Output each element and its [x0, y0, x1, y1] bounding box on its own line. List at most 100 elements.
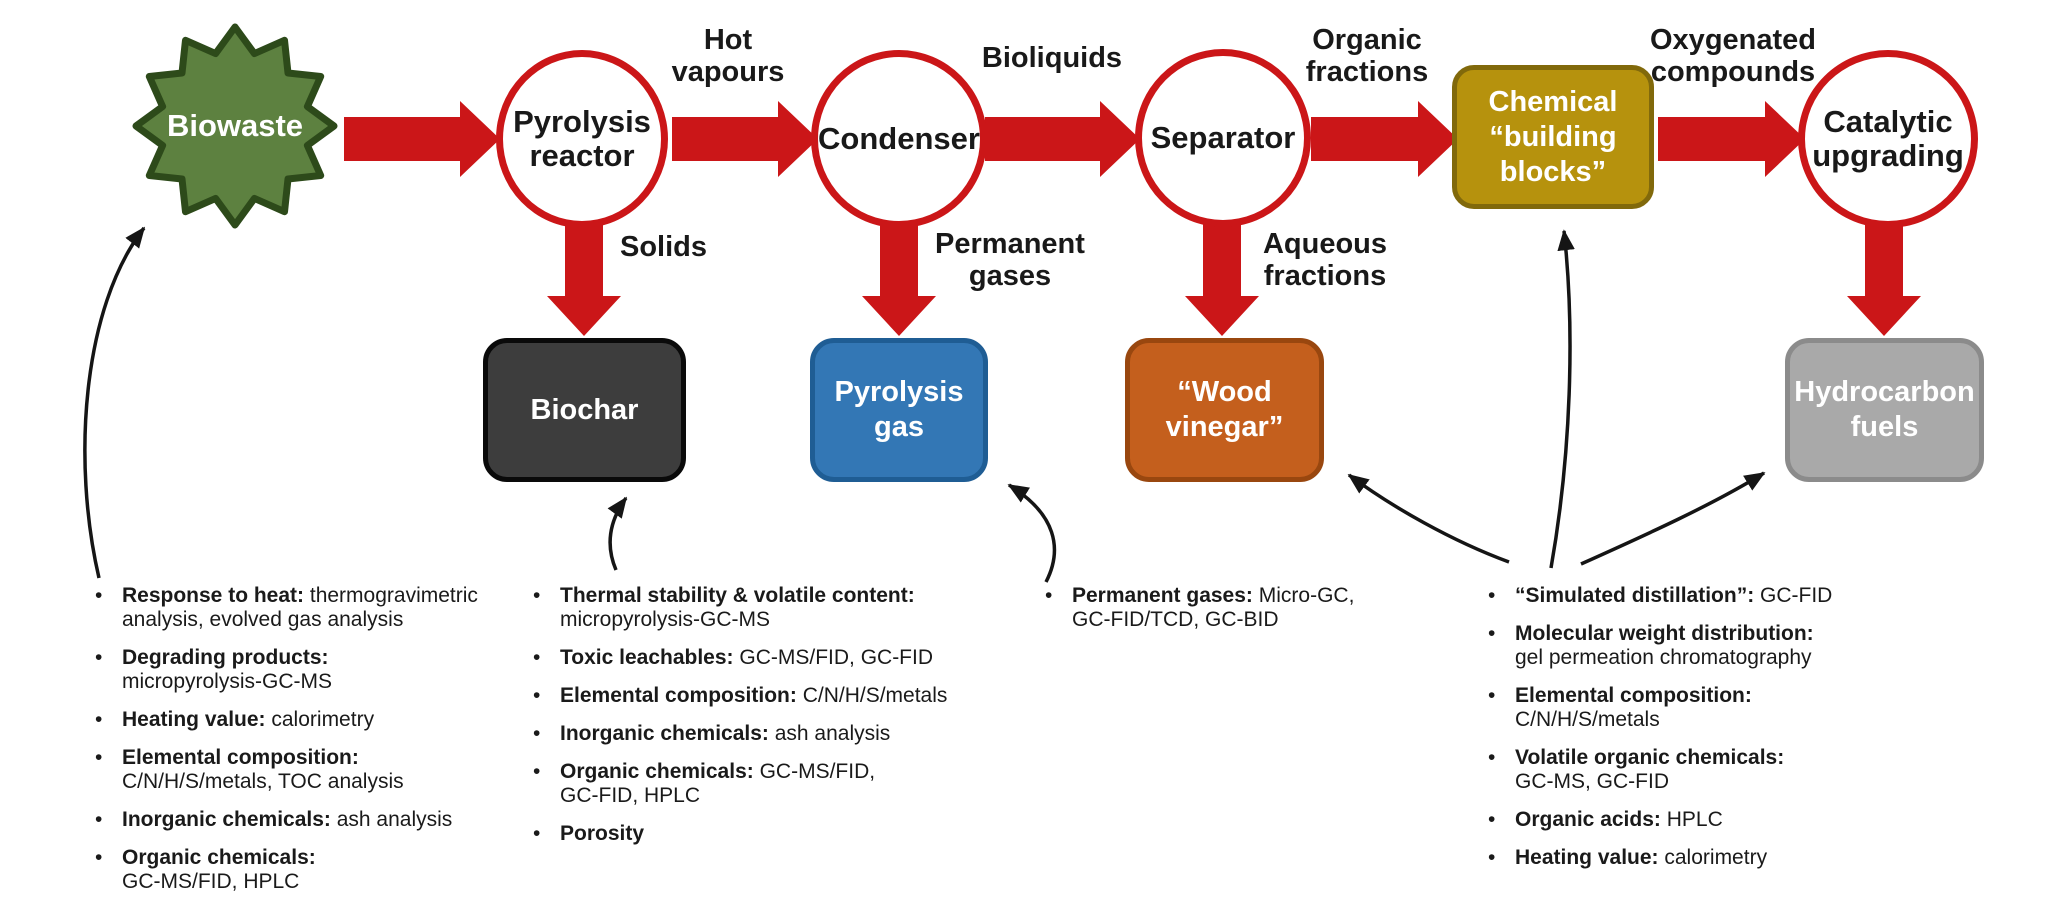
- item-term: Elemental composition:: [122, 746, 359, 769]
- list-item: • Elemental composition: C/N/H/S/metals,…: [95, 746, 575, 794]
- item-method: GC-MS, GC-FID: [1515, 770, 1669, 793]
- annotation-arrow-to-hydrocarbon-fuels: [1580, 471, 1766, 566]
- list-item: • Thermal stability & volatile content: …: [533, 584, 1003, 632]
- item-term: Elemental composition:: [560, 684, 797, 707]
- flow-arrow-condenser-to-pyrolysis-gas: [862, 218, 936, 336]
- item-method: ash analysis: [768, 722, 891, 745]
- item-term: Inorganic chemicals:: [122, 808, 331, 831]
- list-item: • Heating value: calorimetry: [1488, 846, 1908, 870]
- list-item: • Organic chemicals: GC-MS/FID, GC-FID, …: [533, 760, 1003, 808]
- item-method: calorimetry: [265, 708, 375, 731]
- bullet-icon: •: [1488, 684, 1496, 707]
- bullet-icon: •: [95, 708, 103, 731]
- chemical-building-blocks-box: Chemical “building blocks”: [1452, 65, 1654, 209]
- item-term: Toxic leachables:: [560, 646, 734, 669]
- item-term: Permanent gases:: [1072, 584, 1253, 607]
- list-item: • Toxic leachables: GC-MS/FID, GC-FID: [533, 646, 1003, 670]
- list-item: • Degrading products: micropyrolysis-GC-…: [95, 646, 575, 694]
- bullet-icon: •: [1488, 808, 1496, 831]
- annotation-arrow-to-biowaste: [83, 226, 146, 579]
- item-method: micropyrolysis-GC-MS: [560, 608, 770, 631]
- flow-arrow-reactor-to-biochar: [547, 218, 621, 336]
- bullet-icon: •: [95, 846, 103, 869]
- biowaste-star-shape: [132, 23, 338, 229]
- bullet-icon: •: [533, 584, 541, 607]
- item-term: Degrading products:: [122, 646, 329, 669]
- product-box-hydrocarbon-fuels: Hydrocarbon fuels: [1785, 338, 1984, 482]
- flow-label-hot-vapours: Hot vapours: [671, 24, 785, 88]
- item-term: Response to heat:: [122, 584, 305, 607]
- list-item: • Heating value: calorimetry: [95, 708, 575, 732]
- item-method: gel permeation chromatography: [1515, 646, 1812, 669]
- item-method: C/N/H/S/metals, TOC analysis: [122, 770, 404, 793]
- flow-label-bioliquids: Bioliquids: [981, 42, 1123, 74]
- list-item: • Elemental composition: C/N/H/S/metals: [1488, 684, 1908, 732]
- item-term: Molecular weight distribution:: [1515, 622, 1814, 645]
- flow-arrow-separator-to-wood-vinegar: [1185, 218, 1259, 336]
- item-term: Heating value:: [1515, 846, 1659, 869]
- bullet-icon: •: [1488, 622, 1496, 645]
- bullet-icon: •: [95, 746, 103, 769]
- product-box-pyrolysis-gas: Pyrolysis gas: [810, 338, 988, 482]
- annotation-arrow-to-biochar: [607, 496, 628, 571]
- item-term: Thermal stability & volatile content:: [560, 584, 915, 607]
- annotation-list-biowaste: • Response to heat: thermogravimetric an…: [95, 584, 575, 908]
- flow-arrow-catalytic-to-hydrocarbon: [1847, 218, 1921, 336]
- list-item: • Elemental composition: C/N/H/S/metals: [533, 684, 1003, 708]
- process-node-condenser: Condenser: [811, 50, 987, 228]
- item-term: Inorganic chemicals:: [560, 722, 769, 745]
- list-item: • Permanent gases: Micro-GC, GC-FID/TCD,…: [1045, 584, 1405, 632]
- item-term: Volatile organic chemicals:: [1515, 746, 1785, 769]
- list-item: • “Simulated distillation”: GC-FID: [1488, 584, 1908, 608]
- item-term: Organic chemicals:: [122, 846, 316, 869]
- bullet-icon: •: [1488, 746, 1496, 769]
- flow-label-aqueous-fractions: Aqueous fractions: [1262, 228, 1388, 292]
- item-method: GC-FID: [1754, 584, 1833, 607]
- flow-arrow-separator-to-chemical: [1311, 101, 1458, 177]
- flow-label-permanent-gases: Permanent gases: [935, 228, 1085, 292]
- bullet-icon: •: [95, 584, 103, 607]
- bullet-icon: •: [95, 646, 103, 669]
- flow-label-oxygenated-compounds: Oxygenated compounds: [1650, 24, 1816, 88]
- list-item: • Organic acids: HPLC: [1488, 808, 1908, 832]
- bullet-icon: •: [533, 722, 541, 745]
- product-box-biochar: Biochar: [483, 338, 686, 482]
- item-method: ash analysis: [330, 808, 453, 831]
- bullet-icon: •: [1045, 584, 1053, 607]
- flow-arrow-biowaste-to-reactor: [344, 101, 500, 177]
- item-term: Organic acids:: [1515, 808, 1661, 831]
- process-node-separator: Separator: [1135, 49, 1311, 227]
- list-item: • Organic chemicals: GC-MS/FID, HPLC: [95, 846, 575, 894]
- list-item: • Response to heat: thermogravimetric an…: [95, 584, 575, 632]
- annotation-arrow-to-chemical-box: [1549, 229, 1575, 569]
- item-term: Heating value:: [122, 708, 266, 731]
- list-item: • Inorganic chemicals: ash analysis: [95, 808, 575, 832]
- flow-arrow-reactor-to-condenser: [672, 101, 818, 177]
- annotation-list-pyrolysis-gas: • Permanent gases: Micro-GC, GC-FID/TCD,…: [1045, 584, 1405, 646]
- flow-label-organic-fractions: Organic fractions: [1305, 24, 1429, 88]
- flow-label-solids: Solids: [620, 231, 708, 263]
- item-method: GC-MS/FID, HPLC: [122, 870, 300, 893]
- item-term: “Simulated distillation”:: [1515, 584, 1755, 607]
- bullet-icon: •: [95, 808, 103, 831]
- bullet-icon: •: [533, 822, 541, 845]
- item-method: Micro-GC, GC-FID/TCD, GC-BID: [1072, 584, 1355, 631]
- item-method: micropyrolysis-GC-MS: [122, 670, 332, 693]
- annotation-arrow-to-wood-vinegar: [1347, 473, 1510, 564]
- item-method: C/N/H/S/metals: [1515, 708, 1660, 731]
- bullet-icon: •: [533, 646, 541, 669]
- item-method: thermogravimetric analysis, evolved gas …: [122, 584, 478, 631]
- item-method: C/N/H/S/metals: [796, 684, 948, 707]
- item-term: Porosity: [560, 822, 645, 845]
- bullet-icon: •: [1488, 584, 1496, 607]
- item-term: Organic chemicals:: [560, 760, 754, 783]
- flow-arrow-condenser-to-separator: [985, 101, 1140, 177]
- list-item: • Porosity: [533, 822, 1003, 846]
- product-box-wood-vinegar: “Wood vinegar”: [1125, 338, 1324, 482]
- process-node-pyrolysis-reactor: Pyrolysis reactor: [496, 50, 668, 228]
- flow-arrow-chemical-to-catalytic: [1658, 101, 1805, 177]
- item-method: GC-MS/FID, GC-FID: [733, 646, 934, 669]
- annotation-list-biochar: • Thermal stability & volatile content: …: [533, 584, 1003, 860]
